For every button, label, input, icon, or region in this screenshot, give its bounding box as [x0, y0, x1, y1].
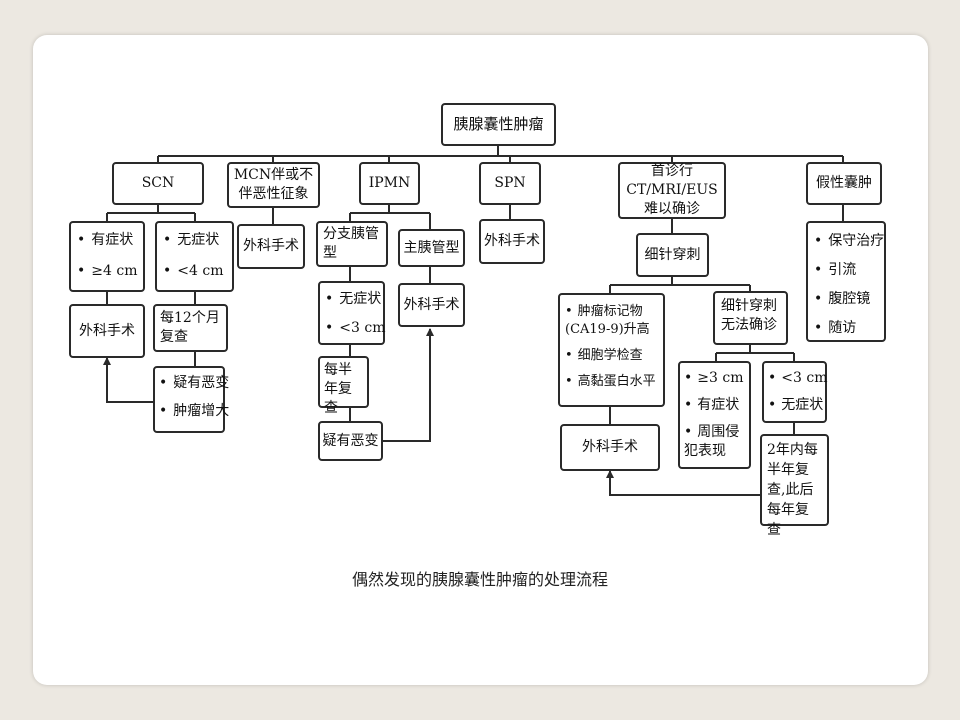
ct-fine-needle-aspiration: 细针穿刺	[636, 233, 709, 277]
spn-surgery-label: 外科手术	[484, 233, 540, 249]
ipmn-branch-criteria-item: <3 cm	[325, 319, 385, 338]
ipmn-branch-duct-label: 分支胰管型	[323, 226, 379, 261]
ipmn-branch-criteria: 无症状 <3 cm	[318, 281, 385, 345]
ipmn-main-duct-label: 主胰管型	[403, 239, 460, 256]
scn-malignancy-criteria: 疑有恶变 肿瘤增大	[153, 366, 229, 433]
category-pseudocyst: 假性囊肿	[806, 162, 882, 205]
figure-caption: 偶然发现的胰腺囊性肿瘤的处理流程	[351, 570, 608, 589]
category-ct-mri-eus: 首诊行CT/MRI/EUS难以确诊	[618, 162, 726, 219]
category-ct-mri-eus-label: 首诊行CT/MRI/EUS难以确诊	[626, 163, 718, 217]
pseudocyst-item: 引流	[814, 261, 878, 280]
root-label: 胰腺囊性肿瘤	[453, 115, 544, 133]
category-mcn-label: MCN伴或不伴恶性征象	[233, 167, 314, 202]
ct-large-item: •周围侵犯表现	[684, 424, 740, 459]
scn-asymptomatic-criteria: 无症状 <4 cm	[155, 221, 234, 292]
spn-surgery: 外科手术	[479, 219, 545, 264]
pseudocyst-item: 保守治疗	[814, 232, 884, 251]
ipmn-branch-duct: 分支胰管型	[316, 221, 388, 267]
category-spn: SPN	[479, 162, 541, 205]
ct-followup-schedule: 2年内每半年复查,此后每年复查	[760, 434, 829, 538]
category-scn: SCN	[112, 162, 204, 205]
ipmn-suspect-label: 疑有恶变	[322, 432, 379, 449]
ct-surgery-label: 外科手术	[582, 439, 638, 455]
ct-marker-item: •肿瘤标记物(CA19-9)升高	[565, 304, 650, 337]
mcn-surgery: 外科手术	[237, 224, 305, 269]
category-ipmn: IPMN	[359, 162, 420, 205]
category-scn-label: SCN	[141, 175, 175, 191]
ct-fna-unclear: 细针穿刺无法确诊	[713, 291, 788, 345]
scn-symptomatic-criteria: 有症状 ≥4 cm	[69, 221, 145, 292]
ct-large-item: •有症状	[684, 397, 740, 413]
ct-followup-label: 2年内每半年复查,此后每年复查	[767, 442, 818, 538]
ct-marker-item: •高黏蛋白水平	[565, 374, 656, 389]
scn-surgery-label: 外科手术	[79, 322, 135, 339]
pseudocyst-management: 保守治疗 引流 腹腔镜 随访	[806, 221, 886, 342]
ct-large-item: •≥3 cm	[684, 370, 744, 386]
category-pseudocyst-label: 假性囊肿	[816, 175, 872, 191]
scn-malignancy-item: 肿瘤增大	[159, 402, 229, 421]
scn-asymptomatic-item: <4 cm	[163, 262, 226, 281]
scn-symptomatic-item: 有症状	[77, 231, 137, 250]
scn-recheck-label: 每12个月复查	[160, 310, 220, 345]
mcn-surgery-label: 外科手术	[243, 238, 299, 254]
ipmn-main-surgery: 外科手术	[398, 283, 465, 327]
scn-malignancy-item: 疑有恶变	[159, 374, 229, 393]
ct-small-item: •无症状	[768, 397, 824, 413]
category-spn-label: SPN	[494, 175, 526, 191]
ipmn-main-duct: 主胰管型	[398, 229, 465, 267]
ct-marker-criteria: •肿瘤标记物(CA19-9)升高 •细胞学检查 •高黏蛋白水平	[558, 293, 665, 407]
pseudocyst-item: 腹腔镜	[814, 290, 878, 309]
scn-symptomatic-item: ≥4 cm	[77, 262, 137, 281]
ct-large-cyst-criteria: •≥3 cm •有症状 •周围侵犯表现	[678, 361, 751, 469]
root-node: 胰腺囊性肿瘤	[441, 103, 556, 146]
scn-surgery: 外科手术	[69, 304, 145, 358]
ct-surgery: 外科手术	[560, 424, 660, 471]
scn-asymptomatic-item: 无症状	[163, 231, 226, 250]
pseudocyst-item: 随访	[814, 319, 878, 338]
category-ipmn-label: IPMN	[368, 175, 411, 191]
category-mcn: MCN伴或不伴恶性征象	[227, 162, 320, 208]
ct-fna-unclear-label: 细针穿刺无法确诊	[721, 298, 777, 333]
ct-marker-item: •细胞学检查	[565, 348, 643, 363]
ipmn-main-surgery-label: 外科手术	[403, 296, 460, 313]
ipmn-suspect-malignancy: 疑有恶变	[318, 421, 383, 461]
ct-fna-label: 细针穿刺	[644, 246, 701, 263]
ipmn-branch-criteria-item: 无症状	[325, 290, 381, 309]
ct-small-item: •<3 cm	[768, 370, 828, 386]
ipmn-half-year-recheck: 每半年复查	[318, 356, 369, 416]
scn-recheck-12-months: 每12个月复查	[153, 304, 228, 352]
ipmn-half-year-label: 每半年复查	[324, 362, 352, 416]
ct-small-cyst-criteria: •<3 cm •无症状	[762, 361, 827, 423]
